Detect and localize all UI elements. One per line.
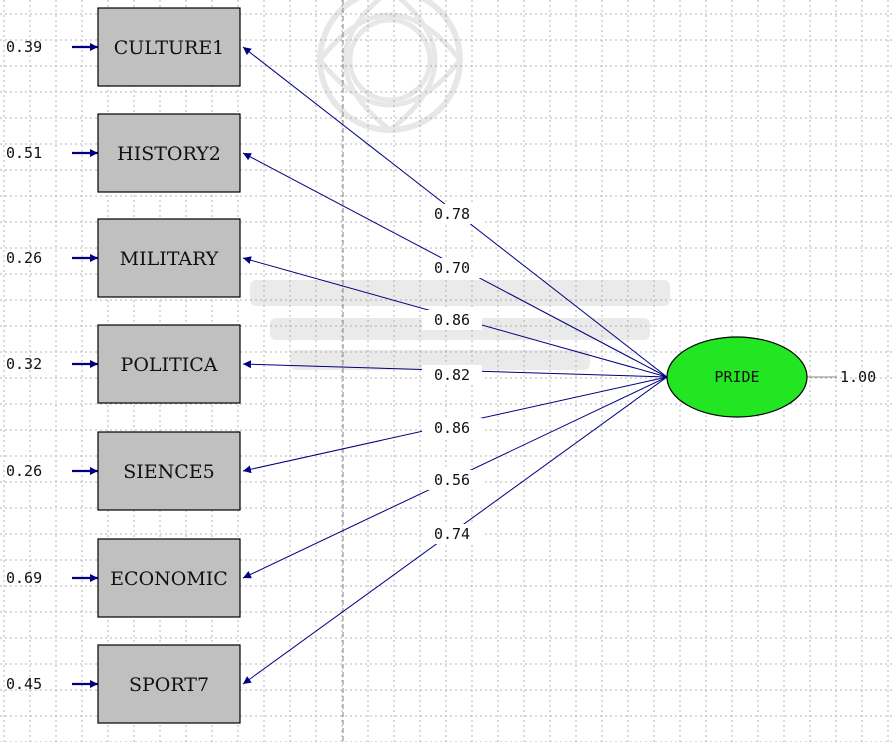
loading-label-bg — [422, 310, 482, 330]
indicator-sport7[interactable]: SPORT7 — [97, 644, 241, 724]
error-variance-value: 0.51 — [6, 144, 42, 162]
indicator-box — [97, 538, 241, 618]
latent-ellipse — [666, 336, 808, 418]
latent-variance-value: 1.00 — [840, 368, 876, 386]
indicator-box — [97, 431, 241, 511]
loading-label-bg — [422, 470, 482, 490]
indicator-box — [97, 644, 241, 724]
indicator-economic[interactable]: ECONOMIC — [97, 538, 241, 618]
loading-label-bg — [422, 524, 482, 544]
latent-label: PRIDE — [714, 368, 759, 386]
indicator-box — [97, 7, 241, 87]
loading-value: 0.86 — [434, 311, 470, 329]
indicator-label: SIENCE5 — [123, 461, 215, 483]
indicator-sience5[interactable]: SIENCE5 — [97, 431, 241, 511]
loading-label-bg — [422, 204, 482, 224]
indicator-politica[interactable]: POLITICA — [97, 324, 241, 404]
indicator-label: MILITARY — [120, 248, 219, 270]
indicator-history2[interactable]: HISTORY2 — [97, 113, 241, 193]
error-variance-value: 0.45 — [6, 675, 42, 693]
indicator-label: SPORT7 — [129, 674, 209, 696]
indicator-box — [97, 113, 241, 193]
loading-label-bg — [422, 365, 482, 385]
loading-value: 0.82 — [434, 366, 470, 384]
loading-value: 0.78 — [434, 205, 470, 223]
loading-value: 0.86 — [434, 419, 470, 437]
error-variance-value: 0.39 — [6, 38, 42, 56]
indicator-military[interactable]: MILITARY — [97, 218, 241, 298]
diagram-nodes: PRIDE 1.00 CULTURE1 0.39 0.78 HISTORY2 0.51 0.7… — [6, 7, 876, 724]
latent-variable-pride[interactable]: PRIDE — [666, 336, 808, 418]
indicator-label: POLITICA — [121, 354, 218, 376]
loading-label-bg — [422, 258, 482, 278]
error-variance-value: 0.26 — [6, 462, 42, 480]
indicator-culture1[interactable]: CULTURE1 — [97, 7, 241, 87]
indicator-box — [97, 218, 241, 298]
error-variance-value: 0.26 — [6, 249, 42, 267]
loading-value: 0.74 — [434, 525, 470, 543]
loading-value: 0.70 — [434, 259, 470, 277]
error-variance-value: 0.69 — [6, 569, 42, 587]
indicator-label: CULTURE1 — [114, 37, 225, 59]
indicator-label: HISTORY2 — [117, 143, 221, 165]
loading-value: 0.56 — [434, 471, 470, 489]
indicator-box — [97, 324, 241, 404]
watermark-emblem — [250, 0, 670, 370]
indicator-label: ECONOMIC — [110, 568, 228, 590]
error-variance-value: 0.32 — [6, 355, 42, 373]
loading-label-bg — [422, 418, 482, 438]
